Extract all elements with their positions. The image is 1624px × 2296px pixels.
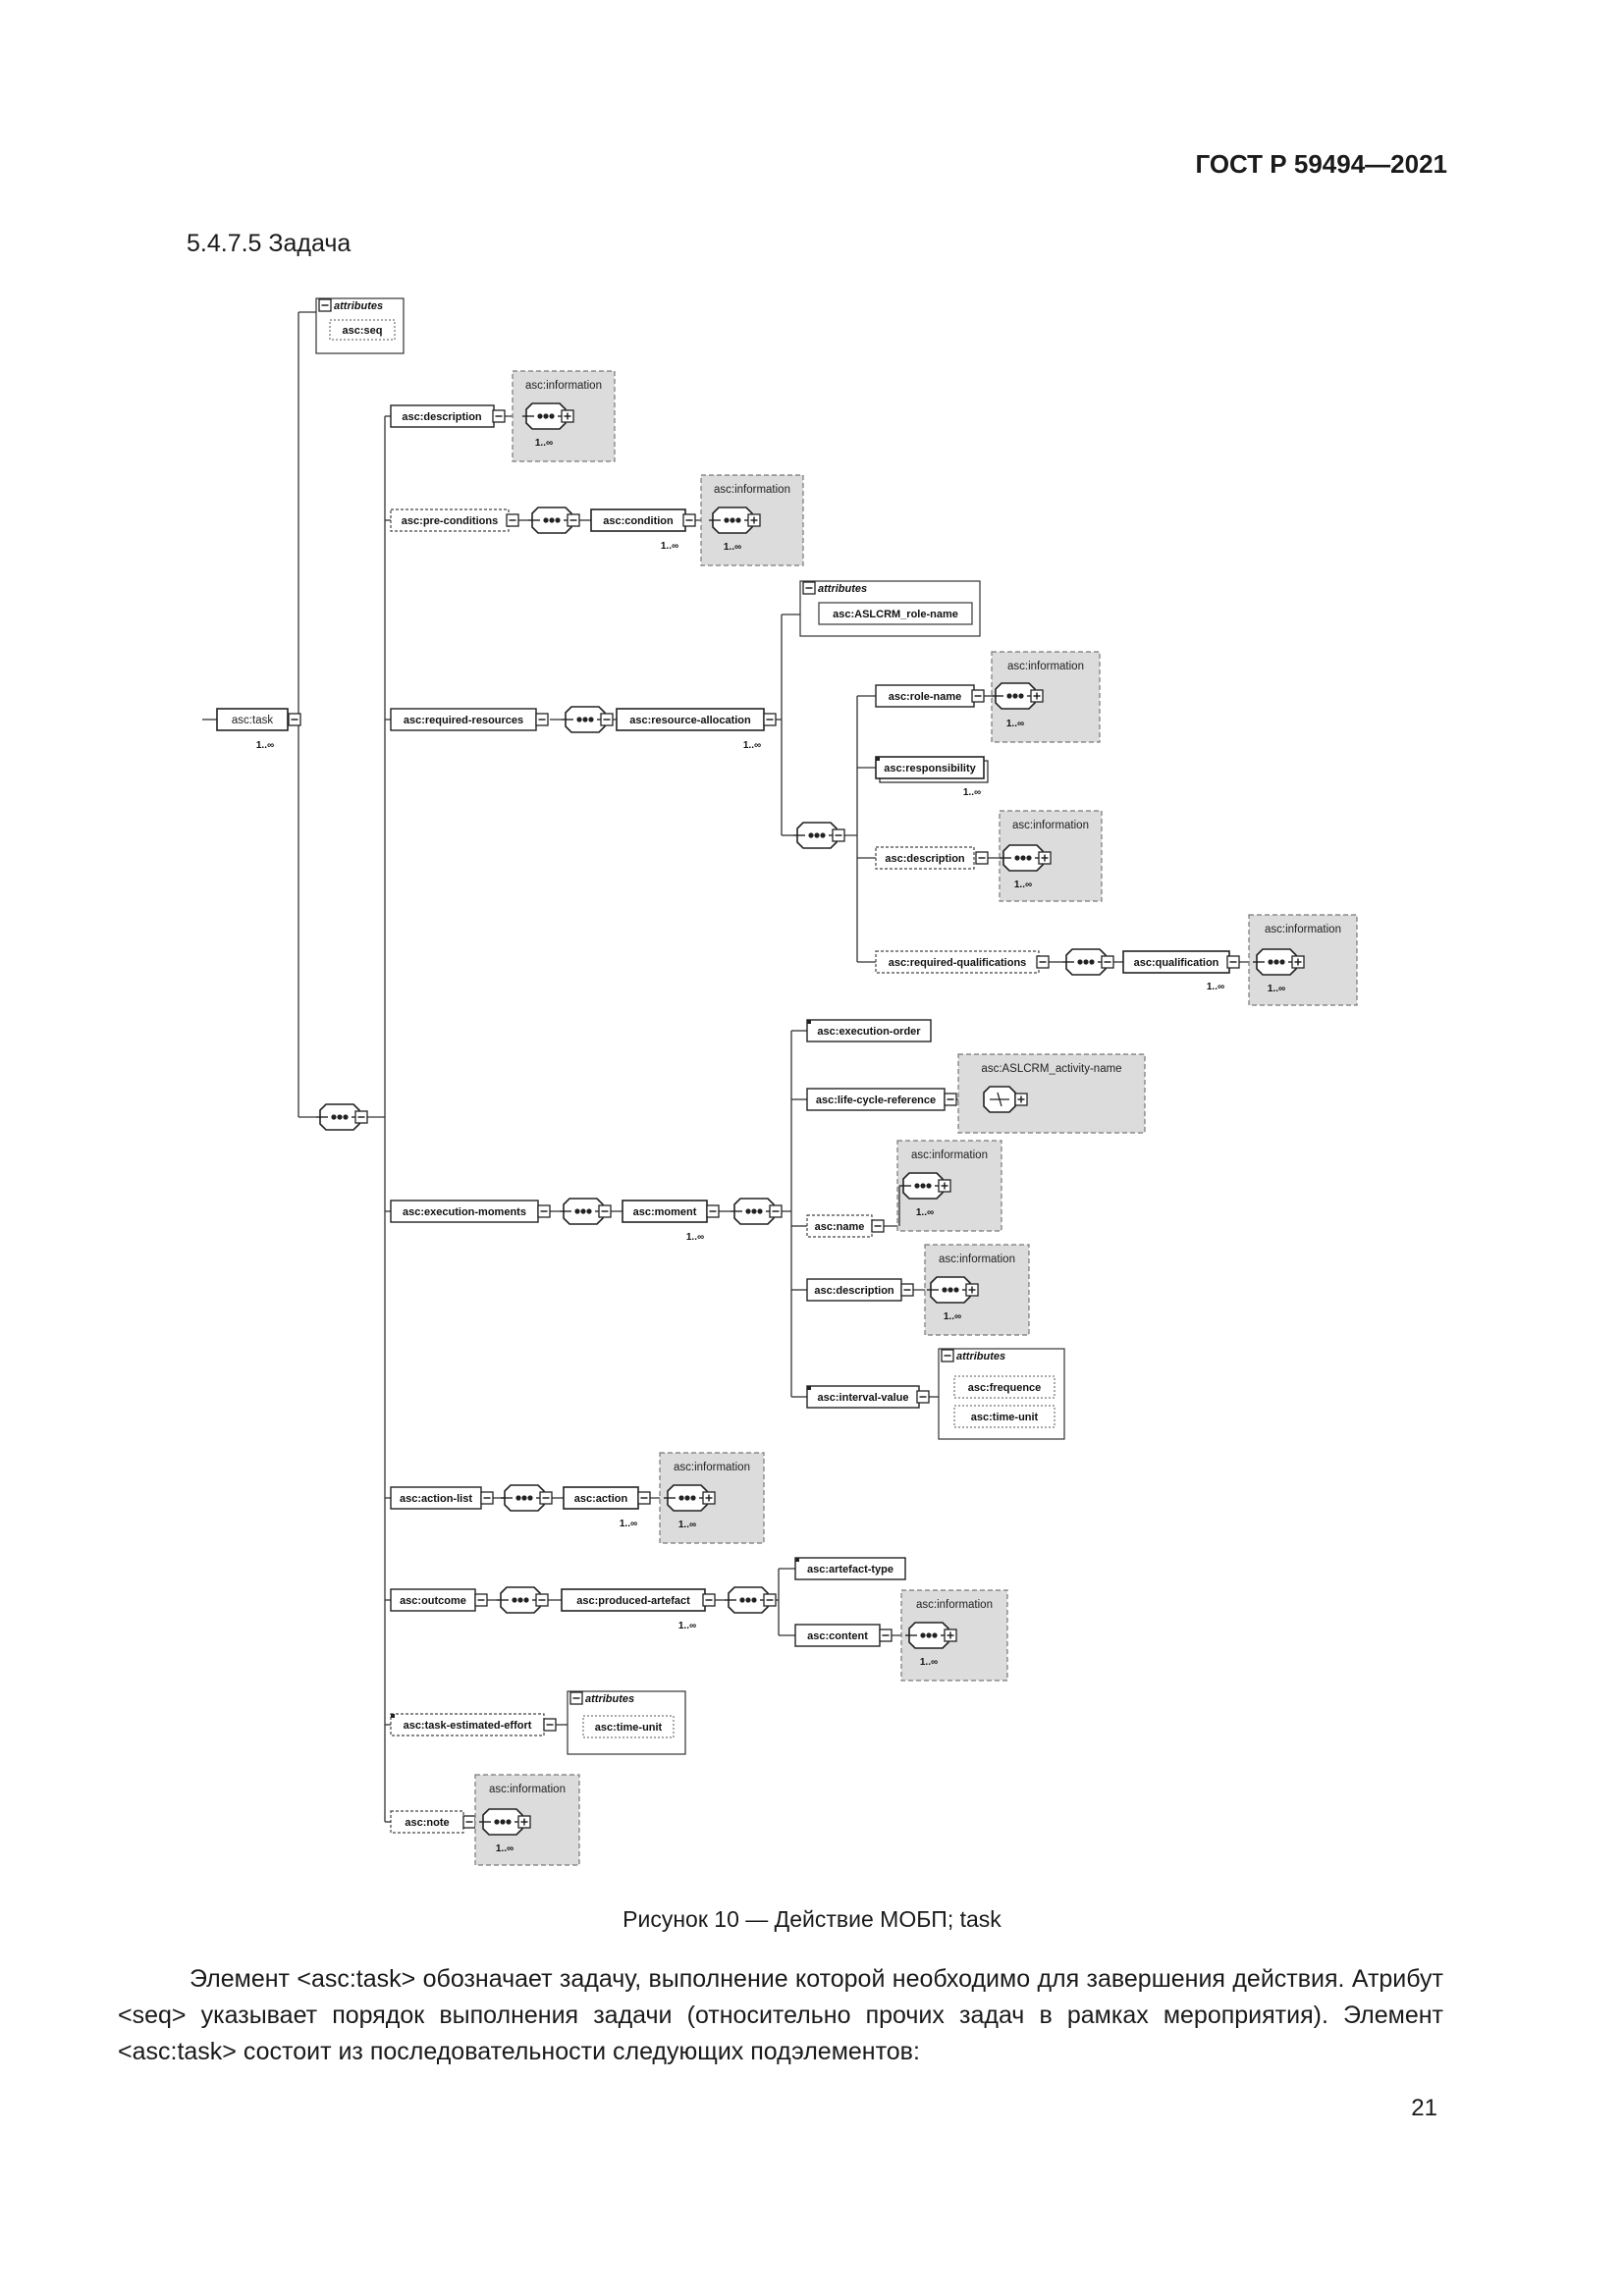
svg-text:asc:ASLCRM_role-name: asc:ASLCRM_role-name bbox=[833, 609, 958, 620]
svg-text:asc:execution-moments: asc:execution-moments bbox=[403, 1206, 526, 1218]
svg-text:asc:resource-allocation: asc:resource-allocation bbox=[629, 715, 751, 726]
figure-caption: Рисунок 10 — Действие МОБП; task bbox=[623, 1906, 1001, 1932]
section-title: 5.4.7.5 Задача bbox=[187, 230, 352, 257]
svg-text:asc:time-unit: asc:time-unit bbox=[971, 1412, 1039, 1423]
svg-text:asc:seq: asc:seq bbox=[343, 325, 383, 337]
svg-text:1..∞: 1..∞ bbox=[1207, 982, 1224, 992]
svg-text:asc:description: asc:description bbox=[885, 853, 965, 865]
svg-text:1..∞: 1..∞ bbox=[724, 542, 741, 553]
svg-text:1..∞: 1..∞ bbox=[535, 438, 553, 449]
svg-text:asc:frequence: asc:frequence bbox=[968, 1382, 1042, 1394]
note-element: asc:note asc:information 1..∞ bbox=[390, 1774, 580, 1866]
svg-text:asc:information: asc:information bbox=[1265, 924, 1341, 935]
svg-text:asc:information: asc:information bbox=[674, 1462, 750, 1473]
svg-text:1..∞: 1..∞ bbox=[678, 1520, 696, 1530]
svg-text:asc:responsibility: asc:responsibility bbox=[884, 763, 976, 774]
svg-text:asc:information: asc:information bbox=[939, 1254, 1015, 1265]
svg-text:1..∞: 1..∞ bbox=[678, 1621, 696, 1631]
svg-text:asc:life-cycle-reference: asc:life-cycle-reference bbox=[816, 1095, 936, 1106]
svg-text:attributes: attributes bbox=[956, 1351, 1005, 1362]
main-sequence-compositor bbox=[315, 1103, 368, 1131]
life-cycle-reference-element: asc:life-cycle-reference asc:ASLCRM_acti… bbox=[806, 1053, 1146, 1134]
svg-text:asc:information: asc:information bbox=[1012, 820, 1089, 831]
svg-text:asc:pre-conditions: asc:pre-conditions bbox=[402, 515, 498, 527]
svg-text:asc:information: asc:information bbox=[525, 380, 602, 392]
role-name-element: asc:role-name asc:information 1..∞ bbox=[875, 651, 1101, 743]
svg-text:asc:artefact-type: asc:artefact-type bbox=[807, 1564, 893, 1575]
svg-text:asc:note: asc:note bbox=[405, 1817, 449, 1829]
svg-text:1..∞: 1..∞ bbox=[1006, 719, 1024, 729]
page-number: 21 bbox=[1411, 2095, 1437, 2121]
svg-text:asc:content: asc:content bbox=[807, 1630, 868, 1642]
svg-text:attributes: attributes bbox=[585, 1693, 634, 1705]
execution-order-element: asc:execution-order bbox=[806, 1019, 932, 1042]
required-resources-element: asc:required-resources asc:resource-allo… bbox=[390, 706, 777, 751]
svg-text:asc:moment: asc:moment bbox=[633, 1206, 697, 1218]
standard-header: ГОСТ Р 59494—2021 bbox=[1195, 149, 1447, 179]
svg-text:1..∞: 1..∞ bbox=[686, 1232, 704, 1243]
svg-text:1..∞: 1..∞ bbox=[920, 1657, 938, 1668]
svg-text:1..∞: 1..∞ bbox=[256, 740, 274, 751]
svg-text:1..∞: 1..∞ bbox=[1268, 984, 1285, 994]
action-list-element: asc:action-list asc:action 1..∞ asc:info… bbox=[390, 1452, 765, 1544]
svg-text:asc:produced-artefact: asc:produced-artefact bbox=[576, 1595, 690, 1607]
resource-allocation-attributes: attributes asc:ASLCRM_role-name bbox=[799, 580, 981, 637]
xsd-schema-diagram: asc:task 1..∞ attributes asc:seq asc:des… bbox=[202, 297, 1358, 1866]
svg-text:asc:ASLCRM_activity-name: asc:ASLCRM_activity-name bbox=[981, 1063, 1121, 1075]
svg-text:asc:description: asc:description bbox=[814, 1285, 894, 1297]
responsibility-element: asc:responsibility 1..∞ bbox=[875, 756, 989, 798]
svg-text:asc:execution-order: asc:execution-order bbox=[817, 1026, 921, 1038]
resource-description-element: asc:description asc:information 1..∞ bbox=[875, 810, 1103, 902]
svg-text:1..∞: 1..∞ bbox=[963, 787, 981, 798]
svg-text:asc:required-resources: asc:required-resources bbox=[404, 715, 523, 726]
svg-text:1..∞: 1..∞ bbox=[944, 1311, 961, 1322]
required-qualifications-element: asc:required-qualifications asc:qualific… bbox=[875, 914, 1358, 1006]
svg-text:1..∞: 1..∞ bbox=[661, 541, 678, 552]
svg-text:asc:action: asc:action bbox=[574, 1493, 628, 1505]
svg-text:asc:description: asc:description bbox=[402, 411, 482, 423]
svg-text:attributes: attributes bbox=[334, 300, 383, 312]
svg-text:asc:action-list: asc:action-list bbox=[400, 1493, 472, 1505]
svg-text:asc:required-qualifications: asc:required-qualifications bbox=[889, 957, 1027, 969]
svg-text:attributes: attributes bbox=[818, 583, 867, 595]
task-attributes: attributes asc:seq bbox=[315, 297, 405, 354]
svg-text:1..∞: 1..∞ bbox=[916, 1207, 934, 1218]
svg-text:1..∞: 1..∞ bbox=[620, 1519, 637, 1529]
execution-moments-element: asc:execution-moments asc:moment 1..∞ bbox=[390, 1198, 783, 1243]
svg-text:asc:information: asc:information bbox=[714, 484, 790, 496]
svg-text:asc:task: asc:task bbox=[232, 715, 273, 726]
moment-description-element: asc:description asc:information 1..∞ bbox=[806, 1244, 1030, 1336]
body-text: Элемент <asc:task> обозначает задачу, вы… bbox=[118, 1965, 1443, 2065]
task-estimated-effort-element: asc:task-estimated-effort attributes asc… bbox=[390, 1690, 686, 1755]
moment-name-element: asc:name asc:information 1..∞ bbox=[806, 1140, 1002, 1238]
svg-text:asc:condition: asc:condition bbox=[603, 515, 674, 527]
root-element: asc:task 1..∞ bbox=[216, 708, 301, 751]
description-element: asc:description asc:information 1..∞ bbox=[390, 370, 616, 462]
artefact-type-element: asc:artefact-type bbox=[794, 1557, 906, 1580]
svg-text:asc:time-unit: asc:time-unit bbox=[595, 1722, 663, 1734]
svg-text:asc:task-estimated-effort: asc:task-estimated-effort bbox=[404, 1720, 532, 1732]
svg-text:asc:information: asc:information bbox=[489, 1784, 566, 1795]
resource-allocation-sequence bbox=[792, 822, 845, 849]
body-paragraph: Элемент <asc:task> обозначает задачу, вы… bbox=[118, 1961, 1443, 2070]
svg-text:1..∞: 1..∞ bbox=[743, 740, 761, 751]
content-element: asc:content asc:information 1..∞ bbox=[794, 1589, 1008, 1682]
interval-value-element: asc:interval-value attributes asc:freque… bbox=[806, 1348, 1065, 1440]
svg-text:asc:qualification: asc:qualification bbox=[1134, 957, 1219, 969]
svg-text:asc:information: asc:information bbox=[1007, 661, 1084, 672]
pre-conditions-element: asc:pre-conditions asc:condition 1..∞ as… bbox=[390, 474, 804, 566]
svg-text:asc:name: asc:name bbox=[815, 1221, 865, 1233]
svg-text:1..∞: 1..∞ bbox=[1014, 880, 1032, 890]
svg-text:1..∞: 1..∞ bbox=[496, 1843, 514, 1854]
svg-text:asc:role-name: asc:role-name bbox=[889, 691, 962, 703]
svg-text:asc:information: asc:information bbox=[911, 1149, 988, 1161]
svg-text:asc:outcome: asc:outcome bbox=[400, 1595, 466, 1607]
outcome-element: asc:outcome asc:produced-artefact 1..∞ bbox=[390, 1586, 777, 1631]
svg-text:asc:information: asc:information bbox=[916, 1599, 993, 1611]
svg-text:asc:interval-value: asc:interval-value bbox=[818, 1392, 909, 1404]
